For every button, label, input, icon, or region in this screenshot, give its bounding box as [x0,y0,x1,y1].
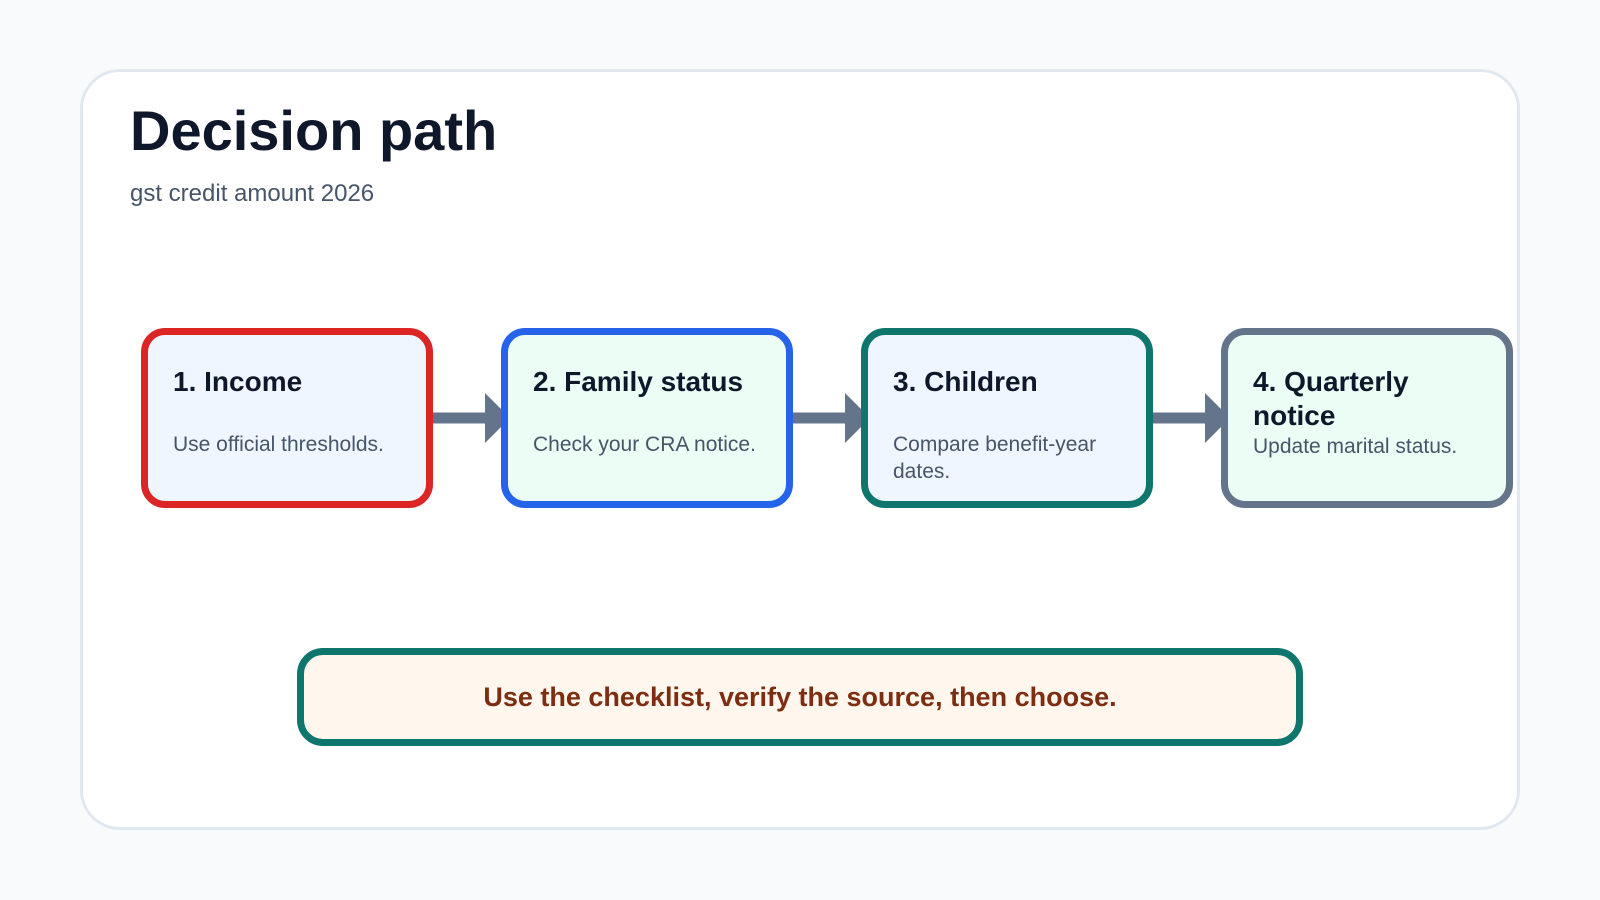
connector-1-2 [433,393,510,443]
arrow-head-icon [845,393,870,443]
step-description: Use official thresholds. [173,433,384,456]
summary-note: Use the checklist, verify the source, th… [297,648,1303,746]
arrow-head-icon [1205,393,1230,443]
step-quarterly-notice: 4. Quarterly notice Update marital statu… [1221,328,1513,508]
step-description: Update marital status. [1253,435,1458,458]
page-title: Decision path [130,99,498,162]
step-title: 2. Family status [533,366,744,397]
connector-2-3 [793,393,870,443]
summary-note-text: Use the checklist, verify the source, th… [483,681,1117,712]
step-title: 3. Children [893,366,1038,397]
step-description: Compare benefit-year dates. [893,433,1097,483]
arrow-head-icon [485,393,510,443]
step-title: 1. Income [173,366,303,397]
step-children: 3. Children Compare benefit-year dates. [861,328,1153,508]
connector-3-4 [1153,393,1230,443]
step-title: 4. Quarterly notice [1253,366,1409,431]
step-description: Check your CRA notice. [533,433,756,456]
step-income: 1. Income Use official thresholds. [141,328,433,508]
page-subtitle: gst credit amount 2026 [130,180,375,207]
step-family-status: 2. Family status Check your CRA notice. [501,328,793,508]
